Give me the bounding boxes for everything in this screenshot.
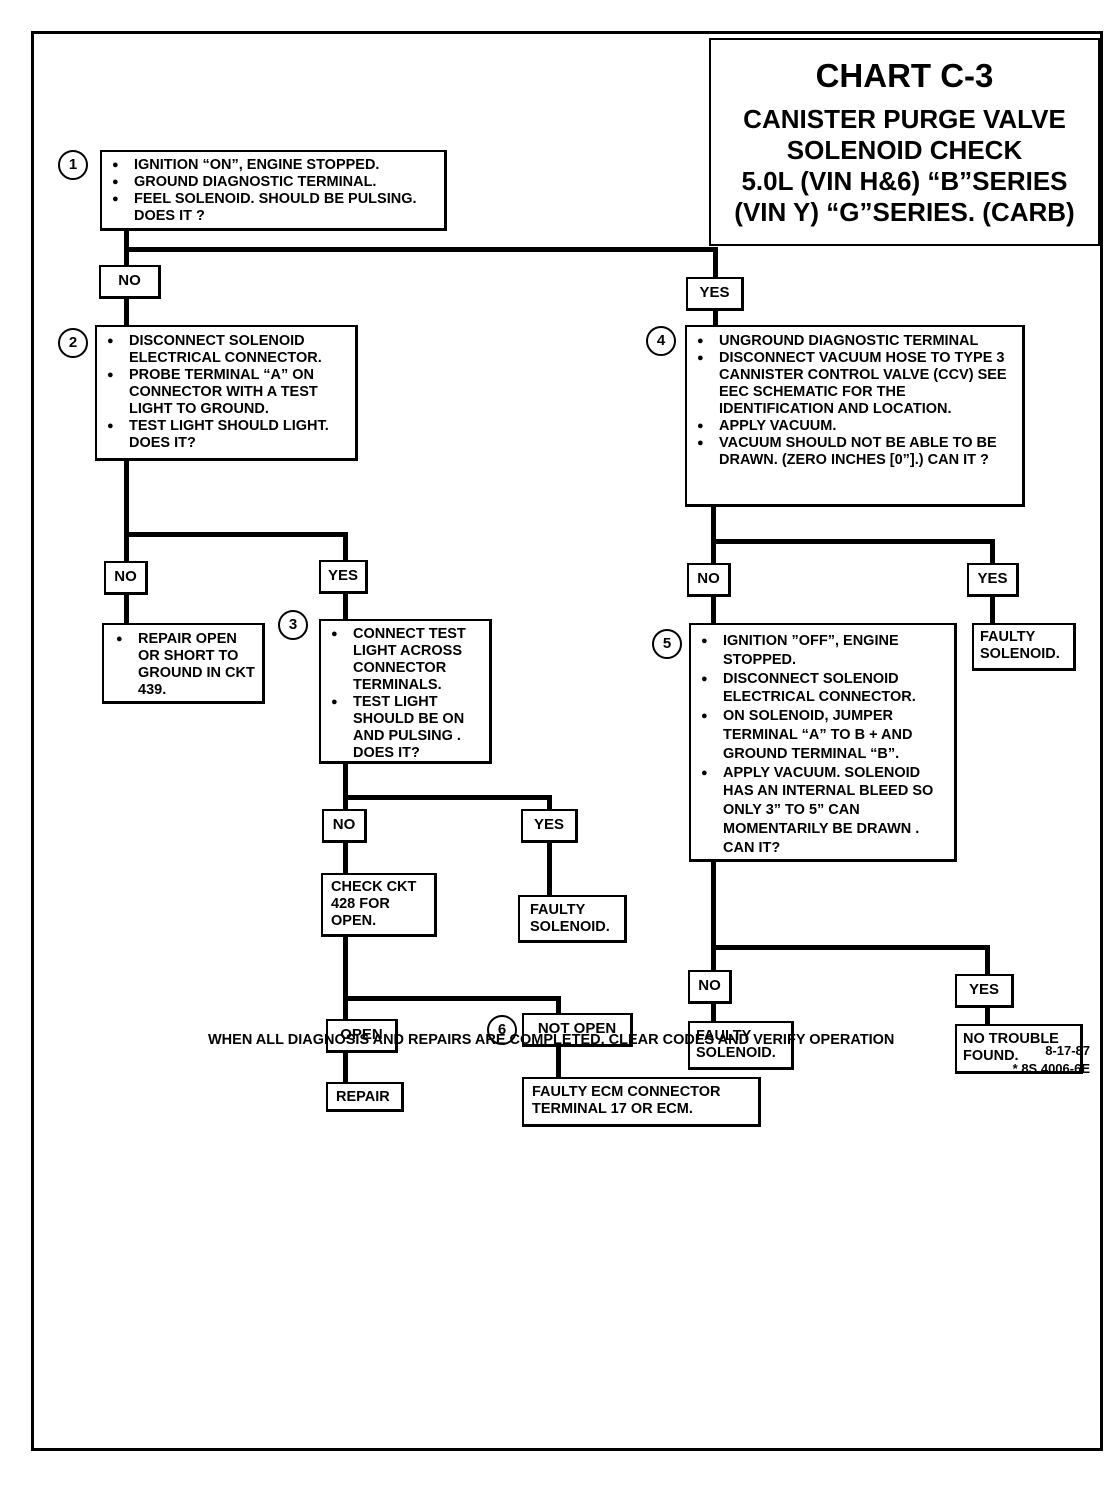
result-repair-open-box: REPAIR OPEN OR SHORT TO GROUND IN CKT 43…	[102, 623, 265, 704]
connector-line	[547, 840, 552, 897]
step-1-item: FEEL SOLENOID. SHOULD BE PULSING. DOES I…	[108, 191, 438, 225]
no-label: NO	[687, 563, 731, 597]
connector-line	[343, 936, 348, 1020]
result-text: FAULTY SOLENOID.	[530, 902, 610, 935]
yes-label: YES	[967, 563, 1019, 597]
connector-line	[343, 763, 348, 810]
connector-line	[343, 795, 552, 800]
not-open-label: NOT OPEN	[522, 1013, 633, 1047]
result-text: REPAIR	[336, 1089, 390, 1105]
step-1-box: IGNITION “ON”, ENGINE STOPPED. GROUND DI…	[100, 150, 447, 231]
no-label: NO	[688, 970, 732, 1004]
no-label: NO	[322, 809, 367, 843]
chart-subtitle: CANISTER PURGE VALVE SOLENOID CHECK 5.0L…	[734, 104, 1075, 227]
step-3-item: CONNECT TEST LIGHT ACROSS CONNECTOR TERM…	[327, 626, 483, 694]
result-text: NO TROUBLE FOUND.	[963, 1031, 1059, 1064]
connector-line	[556, 996, 561, 1014]
step-number-5: 5	[652, 629, 682, 659]
step-2-item: PROBE TERMINAL “A” ON CONNECTOR WITH A T…	[103, 367, 349, 418]
yes-label: YES	[521, 809, 578, 843]
step-1-item: GROUND DIAGNOSTIC TERMINAL.	[108, 174, 438, 191]
step-number-4: 4	[646, 326, 676, 356]
connector-line	[711, 945, 990, 950]
step-5-item: ON SOLENOID, JUMPER TERMINAL “A” TO B + …	[697, 707, 948, 763]
result-text: CHECK CKT 428 FOR OPEN.	[331, 879, 417, 929]
result-text: REPAIR OPEN OR SHORT TO GROUND IN CKT 43…	[112, 631, 256, 699]
chart-title: CHART C-3	[815, 57, 994, 94]
connector-line	[990, 594, 995, 624]
result-faulty-solenoid-box: FAULTY SOLENOID.	[688, 1021, 794, 1070]
step-5-item: DISCONNECT SOLENOID ELECTRICAL CONNECTOR…	[697, 670, 948, 708]
connector-line	[711, 1000, 716, 1022]
step-number-1: 1	[58, 150, 88, 180]
date-code: 8-17-87 * 8S 4006-6E	[1013, 1042, 1090, 1078]
connector-line	[711, 594, 716, 624]
step-2-item: DISCONNECT SOLENOID ELECTRICAL CONNECTOR…	[103, 333, 349, 367]
yes-label: YES	[319, 560, 368, 594]
connector-line	[556, 1044, 561, 1078]
result-check-ckt-box: CHECK CKT 428 FOR OPEN.	[321, 873, 437, 937]
result-text: FAULTY SOLENOID.	[980, 629, 1060, 662]
no-label: NO	[104, 561, 148, 595]
connector-line	[711, 539, 995, 544]
result-text: FAULTY SOLENOID.	[696, 1028, 776, 1061]
connector-line	[124, 592, 129, 623]
result-faulty-solenoid-box: FAULTY SOLENOID.	[972, 623, 1076, 671]
connector-line	[990, 539, 995, 564]
connector-line	[124, 459, 129, 537]
connector-line	[343, 840, 348, 874]
open-label: OPEN	[326, 1019, 398, 1053]
connector-line	[343, 1048, 348, 1083]
result-text: FAULTY ECM CONNECTOR TERMINAL 17 OR ECM.	[532, 1084, 721, 1117]
step-4-box: UNGROUND DIAGNOSTIC TERMINAL DISCONNECT …	[685, 325, 1025, 507]
step-2-box: DISCONNECT SOLENOID ELECTRICAL CONNECTOR…	[95, 325, 358, 461]
connector-line	[343, 996, 561, 1001]
step-3-box: CONNECT TEST LIGHT ACROSS CONNECTOR TERM…	[319, 619, 492, 764]
document-code: * 8S 4006-6E	[1012, 1061, 1090, 1076]
connector-line	[985, 945, 990, 975]
title-box: CHART C-3 CANISTER PURGE VALVE SOLENOID …	[709, 38, 1100, 246]
connector-line	[547, 795, 552, 811]
result-faulty-solenoid-box: FAULTY SOLENOID.	[518, 895, 627, 943]
connector-line	[124, 532, 348, 537]
connector-line	[713, 309, 718, 326]
chart-frame	[31, 31, 1103, 1451]
no-label: NO	[99, 265, 161, 299]
connector-line	[711, 861, 716, 971]
step-5-box: IGNITION ”OFF”, ENGINE STOPPED. DISCONNE…	[689, 623, 957, 862]
step-number-3: 3	[278, 610, 308, 640]
step-4-item: DISCONNECT VACUUM HOSE TO TYPE 3 CANNIST…	[693, 350, 1016, 418]
step-5-item: IGNITION ”OFF”, ENGINE STOPPED.	[697, 632, 948, 670]
step-4-item: UNGROUND DIAGNOSTIC TERMINAL	[693, 333, 1016, 350]
step-2-item: TEST LIGHT SHOULD LIGHT. DOES IT?	[103, 418, 349, 452]
result-no-trouble-box: NO TROUBLE FOUND.	[955, 1024, 1083, 1074]
step-number-2: 2	[58, 328, 88, 358]
connector-line	[343, 532, 348, 562]
chart-date: 8-17-87	[1045, 1043, 1090, 1058]
step-number-6: 6	[487, 1015, 517, 1045]
connector-line	[124, 247, 718, 252]
result-faulty-ecm-box: FAULTY ECM CONNECTOR TERMINAL 17 OR ECM.	[522, 1077, 761, 1127]
connector-line	[124, 298, 129, 327]
connector-line	[711, 506, 716, 564]
connector-line	[985, 1005, 990, 1025]
connector-line	[124, 532, 129, 564]
footer-note: WHEN ALL DIAGNOSIS AND REPAIRS ARE COMPL…	[208, 1032, 895, 1048]
yes-label: YES	[686, 277, 744, 311]
connector-line	[343, 590, 348, 621]
step-3-item: TEST LIGHT SHOULD BE ON AND PULSING . DO…	[327, 694, 483, 762]
step-5-item: APPLY VACUUM. SOLENOID HAS AN INTERNAL B…	[697, 764, 948, 858]
step-4-item: VACUUM SHOULD NOT BE ABLE TO BE DRAWN. (…	[693, 435, 1016, 469]
step-1-item: IGNITION “ON”, ENGINE STOPPED.	[108, 157, 438, 174]
connector-line	[713, 247, 718, 281]
result-repair-box: REPAIR	[326, 1082, 404, 1112]
yes-label: YES	[955, 974, 1014, 1008]
step-4-item: APPLY VACUUM.	[693, 418, 1016, 435]
